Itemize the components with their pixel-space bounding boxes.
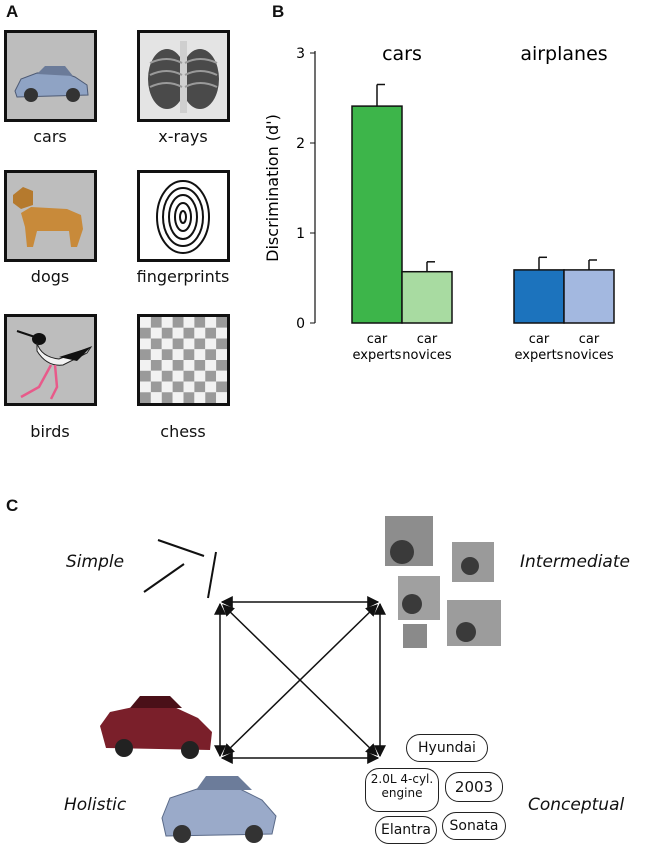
panel-letter-c: C	[6, 496, 19, 515]
bar	[563, 269, 615, 324]
category-label-line2: experts	[515, 348, 564, 363]
group-label: cars	[382, 43, 422, 65]
caption-x-rays: x-rays	[158, 127, 208, 146]
group-label: airplanes	[520, 43, 607, 65]
bar	[401, 270, 453, 324]
caption-dogs: dogs	[30, 267, 70, 286]
caption-fingerprints: fingerprints	[136, 267, 230, 286]
label-holistic: Holistic	[64, 795, 127, 815]
arrow-square-icon	[214, 596, 386, 764]
bird-photo-icon	[4, 314, 97, 406]
xray-photo-icon	[137, 30, 230, 122]
category-label-line2: novices	[564, 348, 614, 363]
category-label-line1: car	[529, 332, 550, 347]
caption-chess: chess	[160, 422, 206, 441]
chess-board-icon	[137, 314, 230, 406]
panel-letter-a: A	[6, 2, 19, 21]
label-intermediate: Intermediate	[520, 552, 630, 572]
category-label-line2: novices	[402, 348, 452, 363]
holistic-car-red-icon	[100, 696, 212, 759]
tag-2003: 2003	[445, 772, 503, 802]
category-label-line1: car	[417, 332, 438, 347]
tag-elantra: Elantra	[375, 816, 437, 844]
category-label-line2: experts	[353, 348, 402, 363]
bar	[513, 269, 565, 324]
caption-cars: cars	[33, 127, 67, 146]
y-tick-label: 3	[296, 46, 305, 62]
label-conceptual: Conceptual	[528, 795, 625, 815]
tag-hyundai: Hyundai	[406, 734, 488, 762]
simple-lines-icon	[143, 539, 217, 599]
y-tick-label: 0	[296, 316, 305, 332]
car-fragments-icon	[385, 516, 501, 648]
holistic-car-blue-icon	[161, 776, 277, 843]
tag-sonata: Sonata	[442, 812, 506, 840]
tag-engine: 2.0L 4-cyl. engine	[365, 768, 439, 812]
y-tick-label: 2	[296, 136, 305, 152]
y-tick-label: 1	[296, 226, 305, 242]
car-photo-icon	[4, 30, 97, 122]
category-label-line1: car	[367, 332, 388, 347]
label-simple: Simple	[66, 552, 125, 572]
fingerprint-icon	[137, 170, 230, 262]
bar	[351, 105, 403, 324]
caption-birds: birds	[30, 422, 70, 441]
category-label-line1: car	[579, 332, 600, 347]
y-axis-label: Discrimination (d')	[263, 114, 282, 262]
panel-letter-b: B	[272, 2, 285, 21]
dog-photo-icon	[4, 170, 97, 262]
feature-levels-diagram	[100, 516, 501, 843]
